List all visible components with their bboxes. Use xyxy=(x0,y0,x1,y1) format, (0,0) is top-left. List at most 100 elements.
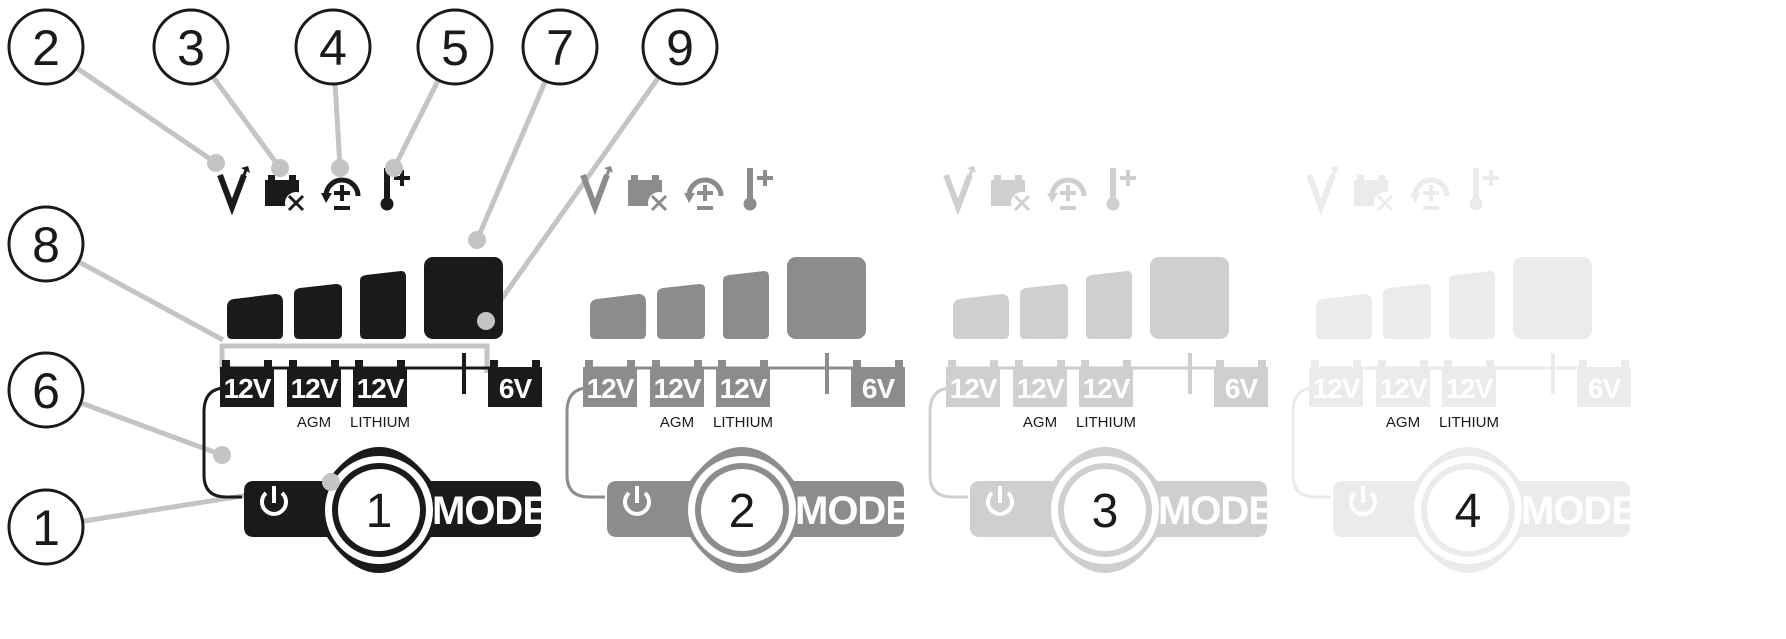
battery-terminal-right xyxy=(1258,360,1266,368)
status-icon-row xyxy=(217,166,410,216)
battery-terminal-left xyxy=(222,360,230,368)
thermo-bulb xyxy=(1106,197,1120,211)
callout-number: 3 xyxy=(177,20,205,76)
recondition-arc xyxy=(1049,177,1087,197)
voltage-icon xyxy=(943,166,976,216)
mode-button[interactable]: MODE xyxy=(795,489,912,533)
battery-12v-1[interactable]: 12V xyxy=(946,360,1000,407)
thermo-bulb xyxy=(743,197,757,211)
callout-number: 8 xyxy=(32,217,60,273)
step-number: 3 xyxy=(1092,485,1119,538)
mode-button[interactable]: MODE xyxy=(432,489,549,533)
battery-terminal-left xyxy=(1579,360,1587,368)
power-button[interactable] xyxy=(260,486,288,516)
battery-6v-4[interactable]: 6V xyxy=(1214,360,1268,407)
callout-6: 6 xyxy=(7,351,231,464)
battery-box xyxy=(287,367,341,407)
battery-fault-icon xyxy=(628,175,670,214)
battery-terminal-pos xyxy=(1015,175,1022,181)
thermo-bulb xyxy=(1469,197,1483,211)
callout-number: 1 xyxy=(32,500,60,556)
power-button[interactable] xyxy=(1349,486,1377,516)
battery-terminal-left xyxy=(853,360,861,368)
battery-6v-4[interactable]: 6V xyxy=(488,360,542,407)
battery-terminal-left xyxy=(1311,360,1319,368)
callout-circle xyxy=(7,351,85,429)
recondition-plus xyxy=(1060,185,1076,201)
battery-12v-1[interactable]: 12V xyxy=(583,360,637,407)
battery-12v-1[interactable]: 12V xyxy=(220,360,274,407)
dial-face xyxy=(701,469,783,551)
battery-label: 6V xyxy=(862,373,896,404)
battery-terminal-right xyxy=(1123,360,1131,368)
step-dial: 1 xyxy=(325,456,433,564)
battery-terminal-right xyxy=(1486,360,1494,368)
step-dial: 3 xyxy=(1051,456,1159,564)
battery-terminal-right xyxy=(990,360,998,368)
power-button[interactable] xyxy=(986,486,1014,516)
fault-cross xyxy=(650,194,668,212)
battery-terminal-right xyxy=(760,360,768,368)
fault-cross xyxy=(1376,194,1394,212)
battery-6v-4[interactable]: 6V xyxy=(851,360,905,407)
battery-label: 6V xyxy=(499,373,533,404)
battery-box xyxy=(1376,367,1430,407)
mode-button[interactable]: MODE xyxy=(1521,489,1638,533)
battery-terminal-left xyxy=(585,360,593,368)
callout-number: 6 xyxy=(32,363,60,419)
mode-button[interactable]: MODE xyxy=(1158,489,1275,533)
voltage-v-stroke xyxy=(943,173,973,216)
battery-box xyxy=(1577,367,1631,407)
callout-circle xyxy=(7,488,85,566)
battery-6v-4[interactable]: 6V xyxy=(1577,360,1631,407)
charge-bar-2 xyxy=(1020,284,1068,339)
power-button[interactable] xyxy=(623,486,651,516)
step-dial: 2 xyxy=(688,456,796,564)
charge-bar-full xyxy=(1150,257,1229,339)
power-icon xyxy=(623,491,651,516)
power-icon xyxy=(986,491,1014,516)
battery-label: 12V xyxy=(357,373,405,404)
thermo-stem xyxy=(747,168,753,202)
battery-terminal-left xyxy=(1378,360,1386,368)
battery-loop-line xyxy=(565,386,605,499)
battery-loop-line xyxy=(202,386,242,499)
leader-line-9 xyxy=(483,45,683,323)
battery-label: 12V xyxy=(224,373,272,404)
recondition-arrow xyxy=(321,193,332,203)
battery-12v-2[interactable]: 12V AGM xyxy=(650,360,704,431)
battery-label: 12V xyxy=(1380,373,1428,404)
charge-bar-1 xyxy=(1316,294,1372,339)
thermo-stem xyxy=(1473,168,1479,202)
status-icon-row xyxy=(580,166,773,216)
voltage-arrow-head xyxy=(604,166,613,173)
battery-12v-1[interactable]: 12V xyxy=(1309,360,1363,407)
battery-terminal-left xyxy=(718,360,726,368)
battery-terminal-right xyxy=(331,360,339,368)
charge-bar-2 xyxy=(657,284,705,339)
battery-terminal-pos xyxy=(289,175,296,181)
thermo-stem xyxy=(1110,168,1116,202)
battery-label: 12V xyxy=(654,373,702,404)
battery-sublabel: AGM xyxy=(660,414,694,431)
battery-box xyxy=(220,367,274,407)
battery-box xyxy=(1442,367,1496,407)
voltage-arrow-shaft xyxy=(963,169,974,189)
callout-3: 3 xyxy=(152,8,289,177)
callout-dot xyxy=(385,159,403,177)
battery-terminal-neg xyxy=(994,175,1001,181)
voltage-arrow-shaft xyxy=(1326,169,1337,189)
battery-box xyxy=(583,367,637,407)
